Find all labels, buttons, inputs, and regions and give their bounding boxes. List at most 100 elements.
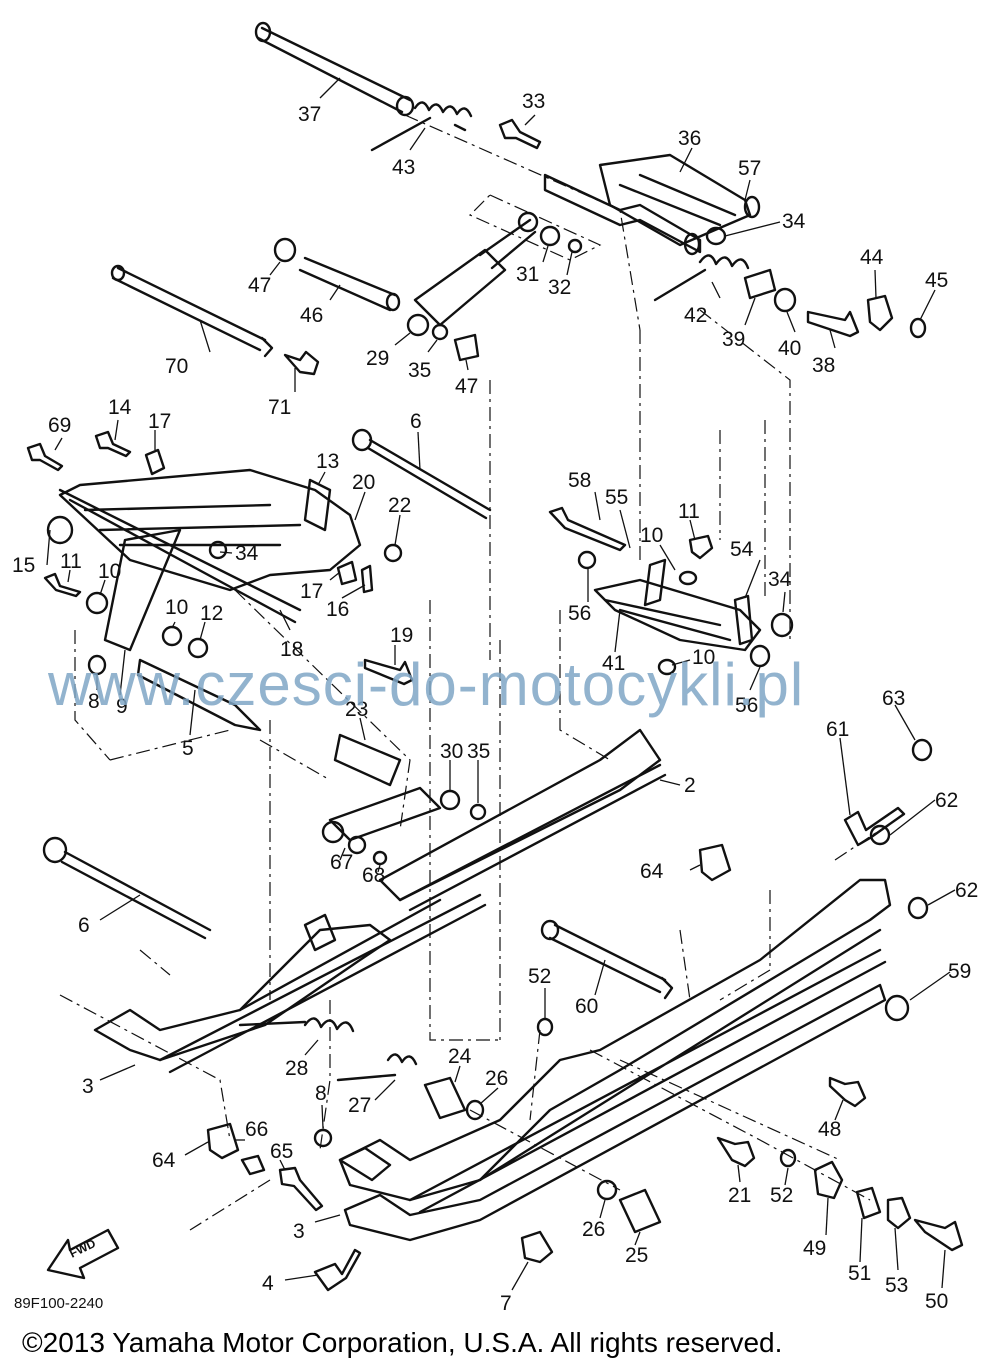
callout-66: 66 [245,1118,268,1141]
callout-45: 45 [925,269,948,292]
callout-17: 17 [300,580,323,603]
shock-absorber-upper [413,211,539,327]
fwd-label: FWD [67,1236,98,1261]
callout-6: 6 [410,410,422,433]
callout-53: 53 [885,1274,908,1297]
shaft-70 [110,264,274,358]
callout-29: 29 [366,347,389,370]
callout-11: 11 [678,500,700,523]
callout-71: 71 [268,396,291,419]
cap-44-nut-45 [866,294,927,339]
callout-40: 40 [778,337,801,360]
callout-69: 69 [48,414,71,437]
callout-10: 10 [640,524,663,547]
callout-37: 37 [298,103,321,126]
callout-3: 3 [82,1075,94,1098]
callout-6: 6 [78,914,90,937]
callout-16: 16 [326,598,349,621]
callout-3: 3 [293,1220,305,1243]
callout-62: 62 [955,879,978,902]
callout-52: 52 [770,1184,793,1207]
callout-20: 20 [352,471,375,494]
callout-35: 35 [408,359,431,382]
callout-52: 52 [528,965,551,988]
callout-56: 56 [568,602,591,625]
callout-19: 19 [390,624,413,647]
washers-52-62-59 [536,896,929,1168]
rear-pivot-arm-assembly [593,558,762,652]
bolt-33 [498,118,542,150]
bolt-11-washer-10-left [43,572,109,676]
callout-47: 47 [455,375,478,398]
callout-44: 44 [860,246,884,269]
callout-65: 65 [270,1140,293,1163]
callout-47: 47 [248,274,271,297]
callout-10: 10 [165,596,188,619]
assembly-guide-lines [59,114,881,1231]
callout-10: 10 [692,646,715,669]
copyright-notice: ©2013 Yamaha Motor Corporation, U.S.A. A… [22,1327,782,1358]
rail-2 [378,728,667,912]
callout-18: 18 [280,638,303,661]
callout-39: 39 [722,328,745,351]
front-arm-assembly [46,468,362,652]
leader-lines [46,77,956,1291]
callout-2: 2 [684,774,696,797]
bolts-58-11-right [548,506,714,586]
spring-27-collar-24-26 [313,1053,485,1148]
callout-23: 23 [345,698,368,721]
right-slide-rail [338,878,892,1242]
bolt-38 [806,310,860,338]
spring-28 [238,1017,355,1033]
bolts-48-21 [716,1076,867,1168]
callout-62: 62 [935,789,958,812]
callout-30: 30 [440,740,463,763]
watermark-text: www.czesci-do-motocykli.pl [47,651,804,718]
callout-22: 22 [388,494,411,517]
collar-25-washer-26 [596,1179,662,1234]
callout-25: 25 [625,1244,648,1267]
callout-9: 9 [116,695,128,718]
bolt-19 [363,658,414,686]
rear-end-parts-49-51-53-50 [813,1160,964,1252]
callout-26: 26 [582,1218,605,1241]
callout-26: 26 [485,1067,508,1090]
washers-56-10-right [577,550,794,676]
bushing-31-32 [539,225,583,254]
callout-55: 55 [605,486,628,509]
top-shaft-37 [254,21,415,117]
callout-58: 58 [568,469,591,492]
callout-48: 48 [818,1118,841,1141]
rear-arm-36 [543,153,761,256]
collars-29-35-47 [406,313,480,362]
callout-5: 5 [182,737,194,760]
long-bolt-6-lower [42,836,212,940]
callout-8: 8 [88,690,100,713]
callout-24: 24 [448,1045,472,1068]
callout-67: 67 [330,851,353,874]
callout-8: 8 [315,1082,327,1105]
spring-43 [370,101,473,152]
callout-43: 43 [392,156,415,179]
callout-42: 42 [684,304,707,327]
bolt-61-nut-63 [843,738,933,847]
callout-60: 60 [575,995,598,1018]
long-bolt-6-upper [351,428,492,520]
callout-numbers: 37 43 33 36 57 34 44 45 47 46 31 32 42 3… [12,90,978,1315]
stopper-64-66-65-lower [206,1122,324,1212]
callout-34: 34 [235,542,259,565]
callout-56: 56 [735,694,758,717]
shaft-60 [540,919,674,1000]
callout-10: 10 [98,560,121,583]
callout-49: 49 [803,1237,826,1260]
slide-rail-3-front [338,1146,392,1182]
callout-35: 35 [467,740,490,763]
callout-28: 28 [285,1057,308,1080]
callout-32: 32 [548,276,571,299]
catalog-code: 89F100-2240 [14,1295,103,1312]
callout-31: 31 [516,263,539,286]
collars-39-40 [743,268,797,313]
callout-36: 36 [678,127,701,150]
callout-54: 54 [730,538,754,561]
